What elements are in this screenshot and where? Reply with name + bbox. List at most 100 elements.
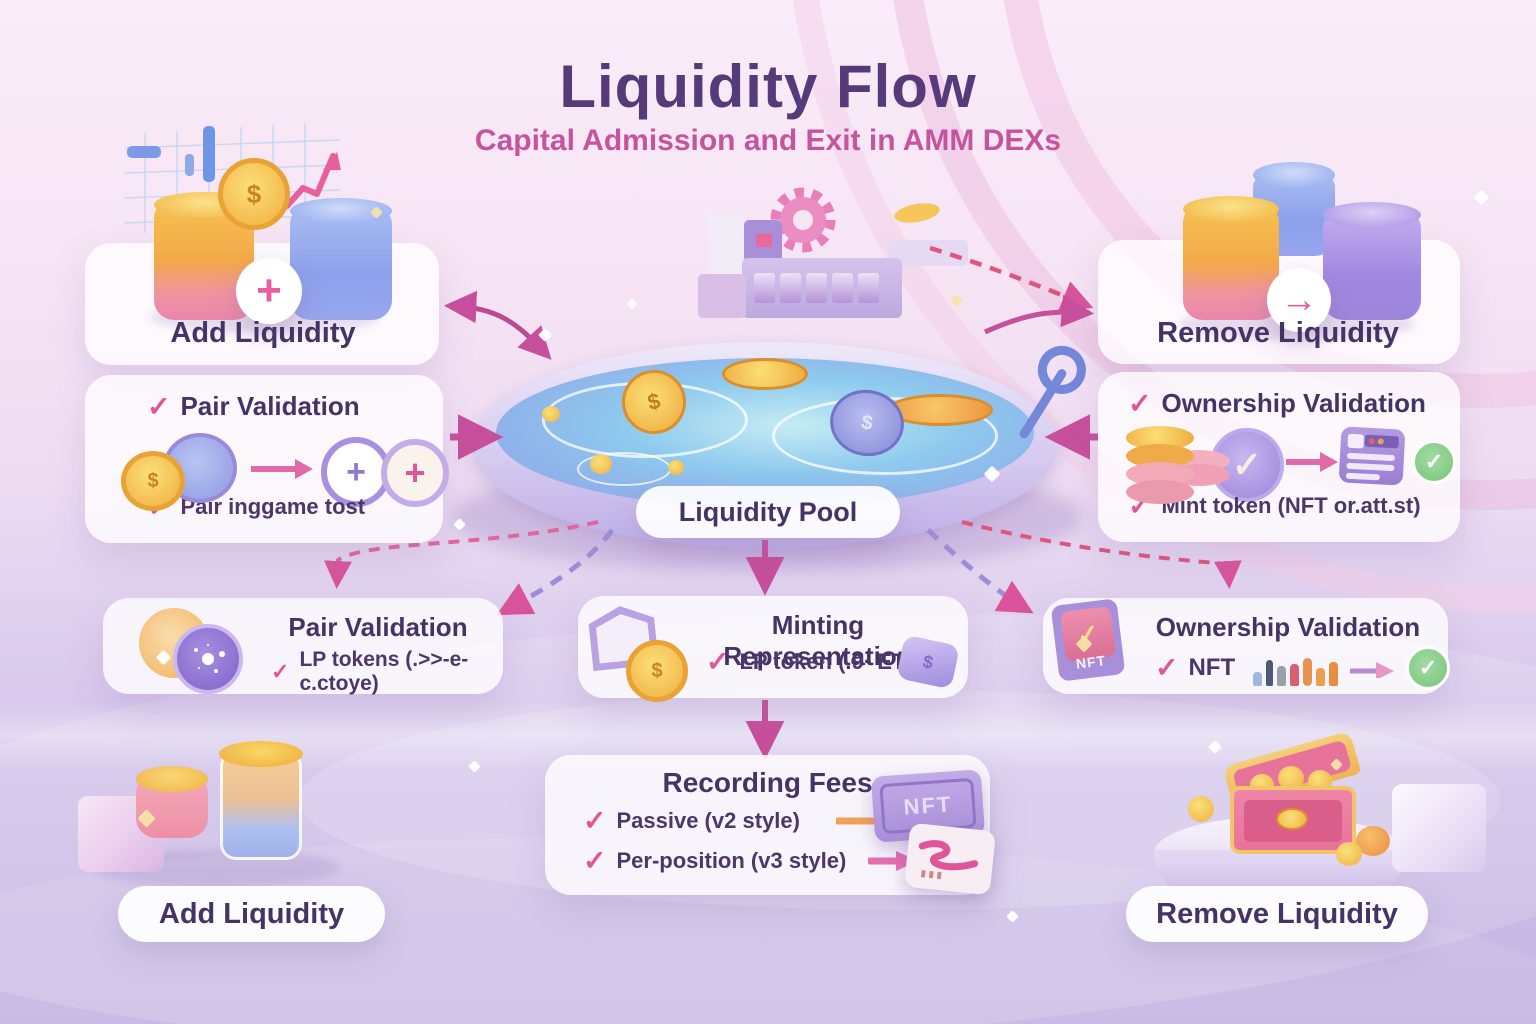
dollar-glyph: $	[651, 659, 663, 682]
plus-circle-purple-icon: +	[321, 437, 391, 507]
blue-token-canister-icon	[290, 198, 392, 320]
arrow-dashed-pool-to-left-mid	[496, 528, 615, 616]
add-liquidity-bottom-illustration	[60, 740, 380, 890]
arrow-pool-to-remove-liquidity	[983, 294, 1095, 335]
liquidity-pool-label: Liquidity Pool	[636, 486, 900, 538]
minting-title: Minting Representation	[723, 610, 913, 671]
pair-validation-left-title: Pair Validation	[180, 391, 360, 421]
page-subtitle: Capital Admission and Exit in AMM DEXs	[474, 124, 1062, 157]
check-glyph: ✓	[1231, 444, 1263, 485]
scatter-coin	[1336, 842, 1362, 866]
arrow-badge-icon: →	[1267, 268, 1331, 332]
dollar-coin-icon: $	[218, 158, 290, 230]
check-glyph: ✓	[1418, 655, 1438, 680]
coin-disc	[1126, 480, 1194, 504]
recording-fees-card: Recording Fees ✓ Passive (v2 style) ✓ Pe…	[545, 755, 997, 896]
remove-liquidity-top-text: Remove Liquidity	[1157, 316, 1399, 349]
green-check-icon: ✓	[1406, 646, 1451, 690]
purple-token-icon	[173, 624, 243, 694]
factory-tower-window	[756, 234, 772, 247]
add-liquidity-bottom-text: Add Liquidity	[158, 897, 345, 930]
pair-validation-mid-row: ✓ LP tokens (.>>-e-c.ctoye)	[271, 648, 503, 696]
gold-coin-icon: $	[121, 451, 185, 511]
page-title: Liquidity Flow	[559, 53, 977, 120]
factory-windows	[754, 273, 879, 303]
check-icon: ✓	[147, 390, 171, 422]
ownership-mid-title: Ownership Validation	[1155, 612, 1421, 642]
recording-fees-passive-text: Passive (v2 style)	[616, 808, 800, 833]
scatter-coin	[1188, 796, 1214, 822]
pool-bubble	[542, 406, 560, 422]
ownership-right-check-text: Mint token (NFT or.att.st)	[1161, 493, 1421, 518]
token-glyph-dots	[202, 653, 214, 665]
jar-lid	[219, 741, 303, 767]
factory-left-wing	[698, 274, 746, 318]
ownership-mid-row: ✓ NFT ✓	[1155, 646, 1451, 690]
gear-icon	[770, 187, 836, 253]
ownership-validation-right-title: Ownership Validation	[1161, 388, 1426, 418]
pool-bubble	[668, 460, 684, 475]
check-icon: ✓	[583, 845, 607, 876]
minting-check-text: LP token (.9· ETF)	[739, 649, 927, 674]
plus-glyph: +	[404, 452, 426, 493]
arrow-right-small	[1350, 662, 1395, 678]
gold-coin-stack-icon	[1183, 196, 1279, 320]
doc-line	[1345, 472, 1381, 481]
purple-coin-stack-icon	[1323, 202, 1421, 320]
doc-line	[1346, 452, 1396, 462]
factory-tower-white	[708, 214, 744, 276]
ownership-validation-mid-card: ✓ NFT Ownership Validation ✓ NFT ✓	[1043, 598, 1451, 694]
ownership-sub-row: ✓ Mint token (NFT or.att.st)	[1128, 492, 1421, 520]
plus-pink-glyph-wrap: +	[381, 439, 449, 507]
check-icon: ✓	[271, 659, 290, 684]
ownership-validation-title-row: ✓ Ownership Validation	[1128, 388, 1426, 419]
recording-fees-perposition-text: Per-position (v3 style)	[616, 848, 847, 873]
white-cube-icon	[1392, 784, 1486, 872]
pair-validation-left-card: ✓ Pair Validation $ + + ✓ Pair inggame t…	[85, 375, 449, 543]
arrow-glyph: →	[1280, 278, 1318, 321]
minting-row: ✓ LP token (.9· ETF)	[706, 648, 926, 676]
ownership-validation-right-card: ✓ Ownership Validation ✓ ✓ ✓ Mint token …	[1098, 372, 1460, 542]
pink-coin-canister-icon	[136, 766, 208, 838]
minting-representation-card: $ Minting Representation ✓ LP token (.9·…	[578, 596, 968, 702]
remove-liquidity-token-illustration: →	[1165, 162, 1435, 348]
arrow-pool-add-liquidity	[443, 290, 552, 360]
minting-shield-icon: $	[590, 606, 690, 702]
pair-validation-mid-card: Pair Validation ✓ LP tokens (.>>-e-c.cto…	[103, 598, 503, 696]
gold-coin-icon: $	[626, 640, 688, 702]
remove-liquidity-top-label: Remove Liquidity	[1128, 308, 1428, 358]
recording-fees-title: Recording Fees	[662, 767, 873, 798]
pair-validation-mid-title: Pair Validation	[288, 612, 468, 642]
plus-badge-icon: +	[236, 258, 302, 324]
arrow-dashed-pool-to-ownership-mid	[926, 528, 1034, 614]
pair-validation-title-row: ✓ Pair Validation	[147, 391, 360, 422]
dollar-glyph: $	[246, 178, 262, 209]
arrow-dashed-pool-to-pair-validation-mid	[323, 520, 599, 589]
add-liquidity-token-illustration: $ +	[140, 158, 400, 342]
ownership-mid-check-text: NFT	[1188, 654, 1236, 681]
recording-fees-row2: ✓ Per-position (v3 style)	[583, 847, 920, 875]
check-icon: ✓	[1155, 652, 1179, 683]
remove-liquidity-bottom-pill: Remove Liquidity	[1126, 886, 1428, 942]
treasure-chest-body	[1230, 786, 1356, 854]
liquidity-pool-text: Liquidity Pool	[678, 496, 858, 527]
chart-tile-icon	[903, 822, 997, 896]
check-icon: ✓	[1128, 387, 1152, 419]
chest-lock	[1276, 808, 1308, 830]
remove-liquidity-bottom-illustration	[1130, 730, 1490, 910]
dollar-glyph: $	[147, 469, 159, 492]
add-liquidity-bottom-pill: Add Liquidity	[118, 886, 385, 942]
glass-jar-icon	[219, 741, 303, 860]
pool-bubble	[590, 454, 612, 474]
pool-coin	[722, 358, 808, 390]
doc-dots	[1364, 434, 1400, 449]
document-card-icon	[1338, 426, 1406, 486]
remove-liquidity-bottom-text: Remove Liquidity	[1156, 897, 1398, 930]
green-check-icon: ✓	[1412, 440, 1456, 484]
lp-token-pair-icon	[139, 606, 249, 694]
arrow-right-small	[1286, 452, 1338, 472]
plus-circle-pink-icon	[381, 439, 449, 507]
coin-stack-icon	[1124, 424, 1234, 508]
